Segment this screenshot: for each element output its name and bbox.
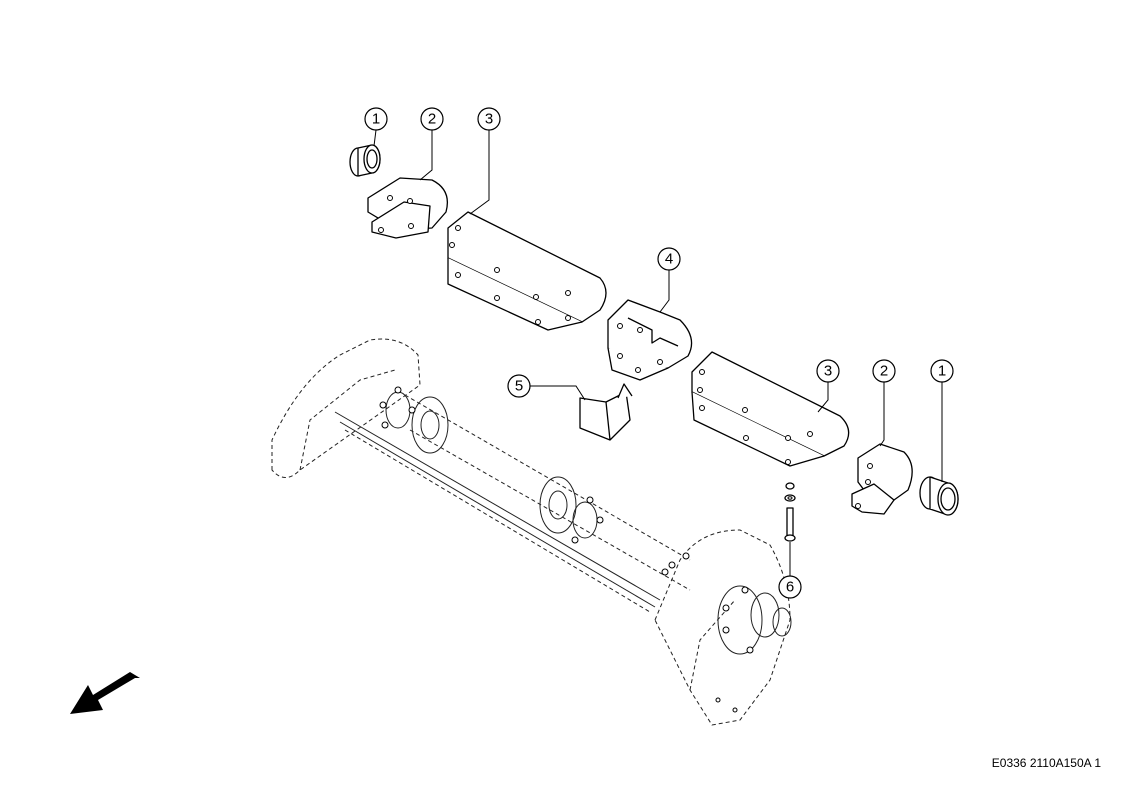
support-bracket [579,383,633,441]
center-shield [607,299,693,381]
leader-lines [373,129,943,576]
bolt-assembly [784,482,796,542]
callout-label: 6 [786,579,794,596]
callout-label: 5 [515,378,523,395]
callout-3-left: 3 [477,107,501,131]
callout-5: 5 [507,374,531,398]
right-sprocket-ghost [539,476,604,544]
document-code: E0336 2110A150A 1 [991,756,1101,770]
callout-4: 4 [657,247,681,271]
callout-2-right: 2 [872,359,896,383]
rotor-guard-left [447,211,607,331]
callout-label: 3 [824,363,832,380]
callout-label: 1 [938,363,946,380]
bearing-ring-right [919,476,959,516]
end-shield-left [367,177,449,239]
bearing-ring-left [349,144,381,177]
rotor-guard-right [691,351,850,467]
callout-label: 1 [372,111,380,128]
callout-label: 2 [428,111,436,128]
left-sprocket-ghost [379,386,449,454]
callout-2-left: 2 [420,107,444,131]
callout-3-right: 3 [816,359,840,383]
callout-1-left: 1 [364,107,388,131]
callout-label: 4 [665,251,673,268]
direction-arrow-icon [70,672,140,714]
right-hub-ghost [715,585,792,713]
callout-label: 2 [880,363,888,380]
end-shield-right [851,443,913,515]
rotor-assembly-ghost [271,338,792,726]
callout-1-right: 1 [930,359,954,383]
callout-6: 6 [778,575,802,599]
callout-label: 3 [485,111,493,128]
